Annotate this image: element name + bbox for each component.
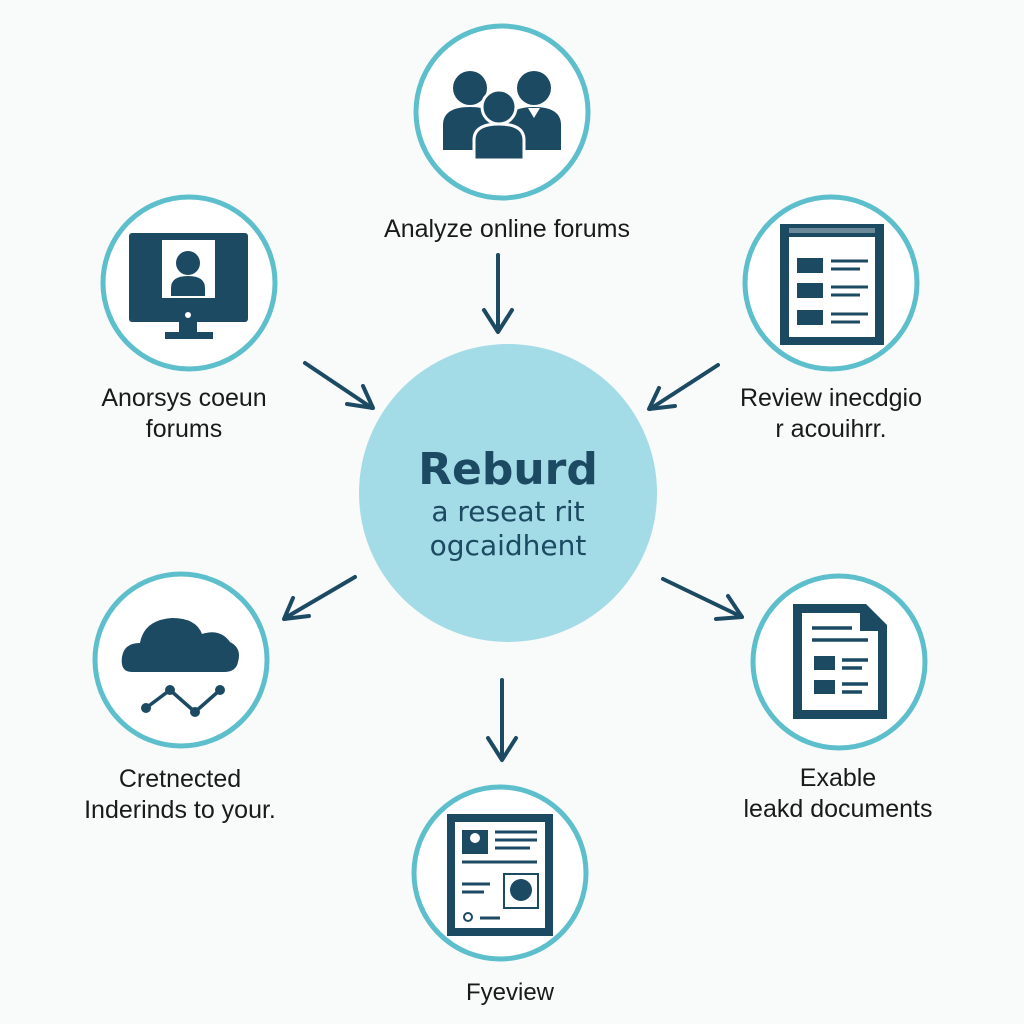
center-title: Reburd <box>418 444 598 495</box>
node-upper-left: Anorsys coeun forums <box>100 194 278 443</box>
node-bottom-label: Fyeview <box>466 979 555 1006</box>
arrow-upper-left-to-center <box>303 361 375 410</box>
node-lower-left-label-line1: Cretnected <box>119 765 241 793</box>
center-circle <box>359 344 657 642</box>
center-node: Reburd a reseat rit ogcaidhent <box>359 344 657 642</box>
arrow-center-to-lower-left <box>282 575 357 621</box>
node-lower-right-label-line1: Exable <box>800 764 876 792</box>
webpage-list-icon <box>780 224 884 345</box>
node-lower-left: Cretnected Inderinds to your. <box>84 571 276 824</box>
arrow-center-to-lower-right <box>661 577 744 621</box>
node-bottom: Fyeview <box>411 784 589 1006</box>
node-upper-right-label-line2: r acouihrr. <box>775 415 886 443</box>
node-lower-left-label-line2: Inderinds to your. <box>84 796 276 824</box>
node-lower-right: Exable leakd documents <box>743 573 933 823</box>
arrow-upper-right-to-center <box>647 363 720 411</box>
node-lower-right-label-line2: leakd documents <box>743 795 932 823</box>
arrow-top-to-center <box>482 253 514 334</box>
center-subtitle-line2: ogcaidhent <box>430 529 587 562</box>
arrow-center-to-bottom <box>486 678 518 762</box>
node-upper-left-label-line2: forums <box>146 415 222 443</box>
monitor-user-icon <box>129 233 248 339</box>
people-group-icon <box>443 71 561 162</box>
center-subtitle-line1: a reseat rit <box>431 495 584 528</box>
profile-document-icon <box>447 814 553 936</box>
arrows <box>282 253 744 762</box>
node-top: Analyze online forums <box>384 23 630 243</box>
node-upper-right-label-line1: Review inecdgio <box>740 384 922 412</box>
node-upper-right: Review inecdgio r acouihrr. <box>740 194 922 443</box>
cloud-chart-icon <box>121 618 239 717</box>
node-upper-left-label-line1: Anorsys coeun <box>101 384 266 412</box>
node-top-label: Analyze online forums <box>384 215 630 243</box>
document-icon <box>793 604 887 719</box>
